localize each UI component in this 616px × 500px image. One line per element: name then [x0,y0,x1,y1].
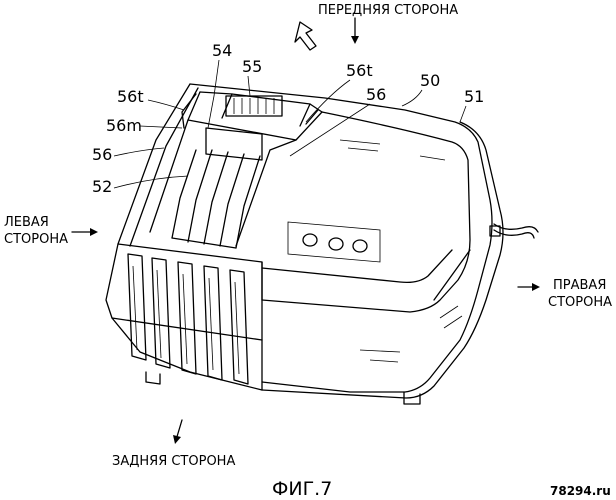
rear-direction-arrow [173,419,183,444]
ref-54: 54 [212,41,232,60]
surface-shading [339,139,463,363]
watermark: 78294.ru [550,484,611,498]
power-cord [489,223,539,239]
left-direction-arrow [71,228,98,236]
insertion-direction-arrow [294,21,317,51]
indicator-lamps [287,221,381,263]
rear-side-label: ЗАДНЯЯ СТОРОНА [112,454,235,469]
front-side-label: ПЕРЕДНЯЯ СТОРОНА [318,3,458,18]
ref-56m: 56m [106,116,142,135]
left-side-label-line1: ЛЕВАЯ [4,215,49,230]
ref-56t-right: 56t [346,61,373,80]
leader-55 [247,75,251,97]
leader-50 [401,89,423,107]
leader-52 [113,175,189,189]
right-side-label-line1: ПРАВАЯ [553,278,606,293]
ref-50: 50 [420,71,440,90]
leader-56-left [113,147,165,157]
leader-51 [459,105,467,123]
leader-56t-right [305,79,351,123]
ref-52: 52 [92,177,112,196]
leader-56-right [289,103,371,157]
figure-caption: ФИГ.7 [272,478,332,500]
charger-body [105,83,504,405]
indicator-lamp-3 [352,239,368,253]
right-direction-arrow [517,283,540,291]
right-side-label-line2: СТОРОНА [548,295,612,310]
front-vent-ribs [127,253,249,385]
ref-56t-left: 56t [117,87,144,106]
ref-55: 55 [242,57,262,76]
front-direction-arrow [351,17,359,44]
leader-56t-left [147,99,185,111]
ref-56-left: 56 [92,145,112,164]
leader-56m [139,125,183,129]
left-side-label-line2: СТОРОНА [4,232,68,247]
ref-56-right: 56 [366,85,386,104]
ref-51: 51 [464,87,484,106]
leader-54 [207,59,220,129]
indicator-lamp-2 [328,237,344,251]
indicator-lamp-1 [302,233,318,247]
